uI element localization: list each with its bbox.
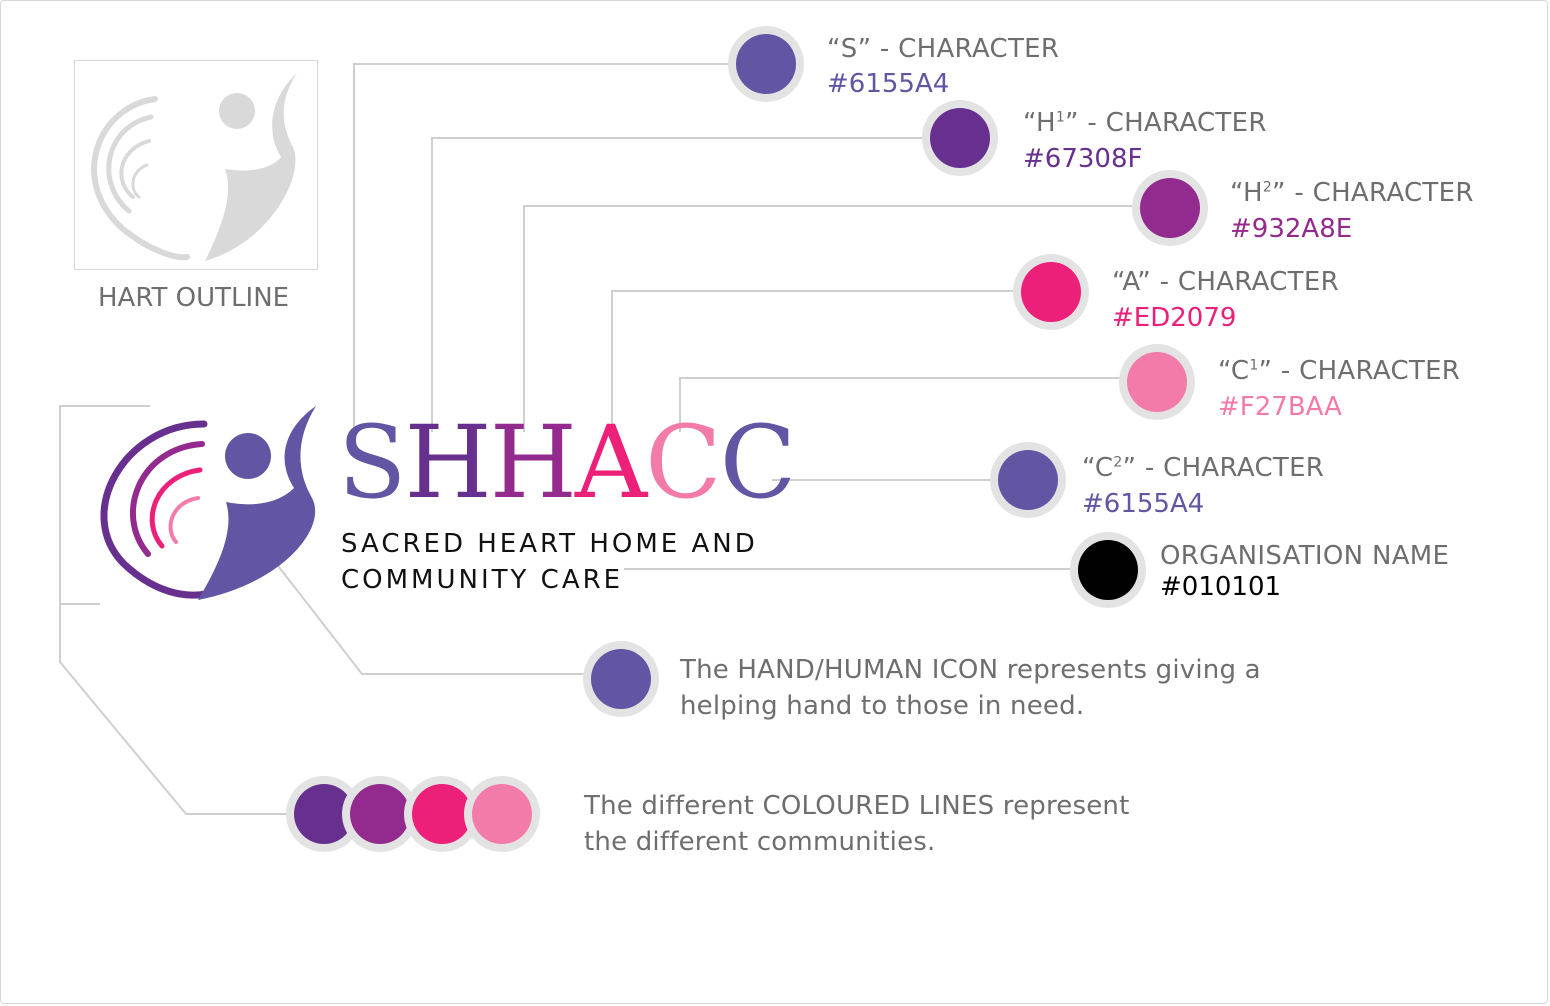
swatch-org-fill — [1078, 540, 1138, 600]
connector-s — [353, 63, 730, 432]
hand-human-icon — [198, 406, 316, 600]
connector-a — [611, 290, 1016, 432]
connector-hand — [257, 539, 585, 675]
hex-c2: #6155A4 — [1082, 489, 1205, 519]
human-head-icon — [225, 433, 271, 479]
lines-note-line1: The different COLOURED LINES represent — [584, 791, 1130, 821]
hex-a: #ED2079 — [1112, 303, 1237, 333]
swatch-h1 — [922, 100, 998, 176]
swatch-hand — [583, 641, 659, 717]
heart-outline-icon — [91, 73, 297, 261]
logo-letter-c2: C — [719, 404, 797, 521]
logo-letter-h1: H — [404, 404, 492, 521]
logo-organisation-name: SACRED HEART HOME AND COMMUNITY CARE — [341, 526, 758, 598]
hex-h2: #932A8E — [1230, 214, 1353, 244]
connector-h1 — [431, 137, 925, 432]
swatch-h1-fill — [930, 108, 990, 168]
swatch-a — [1013, 254, 1089, 330]
heart-outline-caption: HART OUTLINE — [98, 283, 290, 313]
label-s: “S” - CHARACTER — [827, 34, 1060, 64]
swatch-community-3-fill — [412, 784, 472, 844]
org-name-line2: COMMUNITY CARE — [341, 565, 624, 595]
lines-note: The different COLOURED LINES represent t… — [584, 788, 1130, 860]
logo-letter-h2: H — [489, 404, 577, 521]
swatch-community-4-fill — [472, 784, 532, 844]
logo-letter-s: S — [338, 404, 407, 521]
swatch-community-4 — [464, 776, 540, 852]
community-swatch-group — [286, 776, 546, 856]
label-a: “A” - CHARACTER — [1112, 267, 1339, 297]
swatch-s — [728, 26, 804, 102]
swatch-community-2 — [342, 776, 418, 852]
label-c2: “C2” - CHARACTER — [1082, 453, 1325, 483]
logo-letter-c1: C — [645, 404, 722, 521]
hex-h1: #67308F — [1023, 144, 1143, 174]
shhacc-logo-icon — [100, 406, 316, 600]
swatch-c2-fill — [998, 450, 1058, 510]
hex-s: #6155A4 — [827, 69, 950, 99]
swatch-c2 — [990, 442, 1066, 518]
label-c1: “C1” - CHARACTER — [1218, 356, 1461, 386]
lines-note-line2: the different communities. — [584, 827, 936, 857]
connector-c1 — [679, 377, 1122, 432]
hex-org: #010101 — [1160, 572, 1282, 602]
swatch-a-fill — [1021, 262, 1081, 322]
swatch-h2-fill — [1140, 178, 1200, 238]
swatch-org — [1070, 532, 1146, 608]
swatch-c1 — [1119, 344, 1195, 420]
swatch-community-2-fill — [350, 784, 410, 844]
hand-note-line1: The HAND/HUMAN ICON represents giving a — [680, 655, 1261, 685]
swatch-s-fill — [736, 34, 796, 94]
hex-c1: #F27BAA — [1218, 392, 1342, 422]
logo-wordmark: SHHACC — [338, 408, 796, 518]
swatch-hand-fill — [591, 649, 651, 709]
heart-outline-panel — [74, 60, 318, 270]
label-org: ORGANISATION NAME — [1160, 541, 1450, 571]
logo-letter-a: A — [574, 404, 647, 521]
label-h2: “H2” - CHARACTER — [1230, 178, 1474, 208]
org-name-line1: SACRED HEART HOME AND — [341, 529, 758, 559]
label-h1: “H1” - CHARACTER — [1023, 108, 1267, 138]
hand-note: The HAND/HUMAN ICON represents giving a … — [680, 652, 1261, 724]
swatch-c1-fill — [1127, 352, 1187, 412]
swatch-h2 — [1132, 170, 1208, 246]
connector-h2 — [523, 205, 1135, 432]
connector-lines-bracket — [59, 405, 290, 815]
hand-note-line2: helping hand to those in need. — [680, 691, 1085, 721]
